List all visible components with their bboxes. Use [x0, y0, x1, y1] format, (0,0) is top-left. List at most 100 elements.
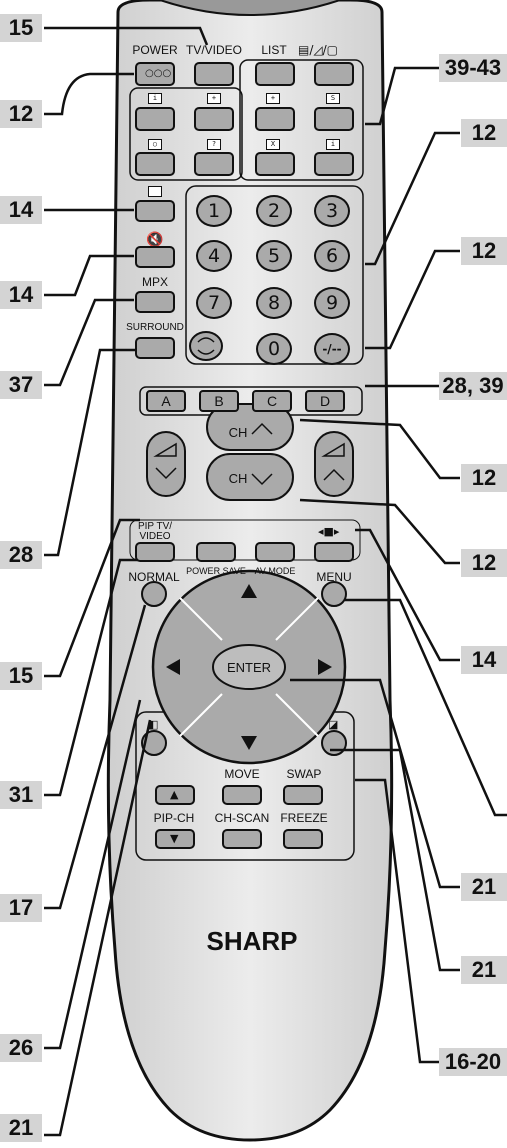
- vol-up-icon: [321, 442, 345, 481]
- teletext-button[interactable]: [255, 152, 295, 176]
- teletext-button[interactable]: [255, 107, 295, 131]
- digit-8-button[interactable]: 8: [256, 287, 292, 319]
- tv-video-label: TV/VIDEO: [186, 43, 243, 57]
- right-arrow-icon[interactable]: [318, 659, 332, 675]
- ref-right-3: 28, 39: [439, 372, 507, 400]
- dpad-divider: [275, 693, 319, 737]
- ref-left-5: 28: [0, 541, 42, 569]
- ch-scan-label: CH-SCAN: [214, 811, 270, 825]
- ref-right-8: 21: [461, 956, 507, 984]
- vol-up-button[interactable]: [314, 431, 354, 497]
- ref-right-2: 12: [461, 237, 507, 265]
- move-label: MOVE: [224, 767, 260, 781]
- power-save-button[interactable]: [196, 542, 236, 562]
- list-button[interactable]: [255, 62, 295, 86]
- digit-7-button[interactable]: 7: [196, 287, 232, 319]
- normal-button[interactable]: [141, 581, 167, 607]
- teletext-mode-button[interactable]: [314, 62, 354, 86]
- pip-left-button[interactable]: [141, 730, 167, 756]
- teletext-button[interactable]: [135, 107, 175, 131]
- flashback-icon: [197, 337, 215, 355]
- leader-lines: [44, 26, 507, 1137]
- digit-4-button[interactable]: 4: [196, 240, 232, 272]
- menu-label: MENU: [316, 570, 352, 584]
- ref-right-7: 21: [461, 873, 507, 901]
- enter-button[interactable]: [212, 644, 286, 690]
- surround-button[interactable]: [135, 337, 175, 359]
- swap-label: SWAP: [286, 767, 322, 781]
- power-label: POWER: [132, 43, 178, 57]
- mute-icon: 🔇: [146, 232, 164, 248]
- teletext-icon: i: [326, 139, 340, 150]
- normal-label: NORMAL: [128, 570, 180, 584]
- digit-5-button[interactable]: 5: [256, 240, 292, 272]
- digit-2-button[interactable]: 2: [256, 195, 292, 227]
- pip-tv-frame: [129, 519, 361, 561]
- ch-up-button[interactable]: [206, 403, 294, 451]
- pip-ch-down-button[interactable]: ▼: [155, 829, 195, 849]
- wide-mode-button[interactable]: [314, 542, 354, 562]
- mute-button[interactable]: [135, 246, 175, 268]
- ref-left-6: 15: [0, 662, 42, 690]
- color-button-c[interactable]: C: [252, 390, 292, 412]
- teletext-button[interactable]: [314, 107, 354, 131]
- tv-video-button[interactable]: [194, 62, 234, 86]
- power-button[interactable]: ○○○: [135, 62, 175, 86]
- teletext-icon: +: [207, 93, 221, 104]
- teletext-button[interactable]: [314, 152, 354, 176]
- teletext-button[interactable]: [194, 152, 234, 176]
- list-label: LIST: [261, 43, 287, 57]
- swap-button[interactable]: [283, 785, 323, 805]
- mpx-button[interactable]: [135, 291, 175, 313]
- teletext-icon: +: [266, 93, 280, 104]
- ch-down-label: CH: [229, 471, 248, 486]
- teletext-button[interactable]: [194, 107, 234, 131]
- mpx-label: MPX: [141, 275, 168, 289]
- ref-left-3: 14: [0, 281, 42, 309]
- color-button-b[interactable]: B: [199, 390, 239, 412]
- vol-down-button[interactable]: [146, 431, 186, 497]
- down-arrow-icon[interactable]: [241, 736, 257, 750]
- dpad-divider: [275, 597, 319, 641]
- teletext-icon: S: [326, 93, 340, 104]
- digit-9-button[interactable]: 9: [314, 287, 350, 319]
- ch-down-button[interactable]: [206, 453, 294, 501]
- freeze-button[interactable]: [283, 829, 323, 849]
- av-mode-label: AV MODE: [254, 566, 296, 576]
- flashback-button[interactable]: [189, 331, 223, 361]
- pip-ch-up-icon: ▲: [170, 788, 179, 801]
- pip-tv-video-button[interactable]: [135, 542, 175, 562]
- up-arrow-icon[interactable]: [241, 584, 257, 598]
- pip-ch-label: PIP-CH: [153, 811, 195, 825]
- ref-right-5: 12: [461, 549, 507, 577]
- dpad-divider: [179, 693, 223, 737]
- ch-scan-button[interactable]: [222, 829, 262, 849]
- display-button[interactable]: [135, 200, 175, 222]
- dash-button[interactable]: -/--: [314, 333, 350, 365]
- ref-left-8: 17: [0, 894, 42, 922]
- av-mode-button[interactable]: [255, 542, 295, 562]
- digit-1-button[interactable]: 1: [196, 195, 232, 227]
- left-arrow-icon[interactable]: [166, 659, 180, 675]
- color-button-a[interactable]: A: [146, 390, 186, 412]
- move-button[interactable]: [222, 785, 262, 805]
- power-save-label: POWER SAVE: [186, 566, 246, 576]
- color-button-d[interactable]: D: [305, 390, 345, 412]
- teletext-icon: ?: [207, 139, 221, 150]
- teletext-icon: X: [266, 139, 280, 150]
- pip-tv-video-label: PIP TV/ VIDEO: [137, 521, 173, 542]
- pip-ch-up-button[interactable]: ▲: [155, 785, 195, 805]
- digit-3-button[interactable]: 3: [314, 195, 350, 227]
- digit-0-button[interactable]: 0: [256, 333, 292, 365]
- menu-button[interactable]: [321, 581, 347, 607]
- ref-right-9: 16-20: [439, 1048, 507, 1076]
- digit-6-button[interactable]: 6: [314, 240, 350, 272]
- ref-left-10: 21: [0, 1114, 42, 1142]
- ref-right-6: 14: [461, 646, 507, 674]
- teletext-button[interactable]: [135, 152, 175, 176]
- teletext-frame-left: [129, 87, 243, 181]
- pip-right-button[interactable]: [321, 730, 347, 756]
- ref-right-4: 12: [461, 464, 507, 492]
- ref-right-0: 39-43: [439, 54, 507, 82]
